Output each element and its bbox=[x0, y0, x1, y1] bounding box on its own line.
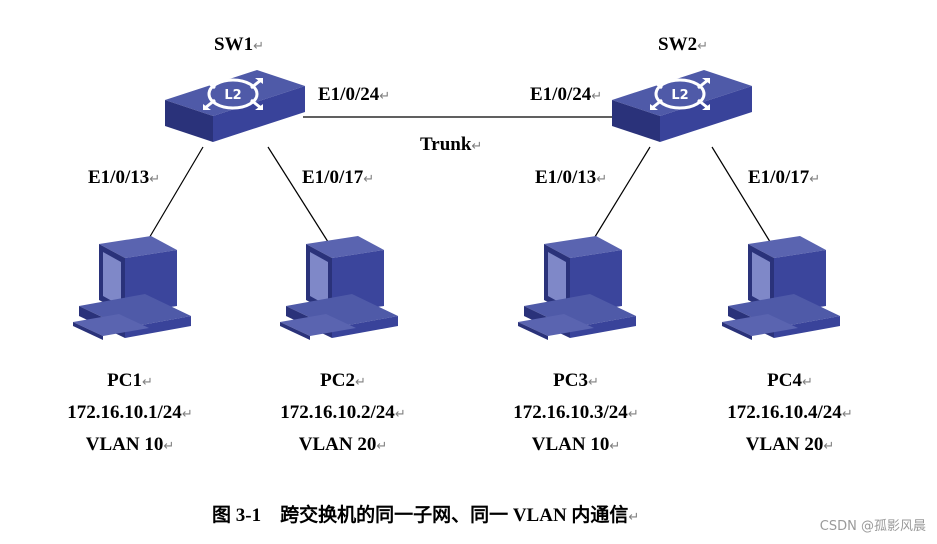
trunk-label: Trunk↵ bbox=[420, 134, 482, 155]
pc-vlan-pc4: VLAN 20↵ bbox=[746, 434, 835, 455]
pc-ip-pc4: 172.16.10.4/24↵ bbox=[727, 402, 852, 423]
link-sw1-pc2 bbox=[267, 146, 331, 246]
pc-ip-pc3: 172.16.10.3/24↵ bbox=[513, 402, 638, 423]
pc-vlan-pc3: VLAN 10↵ bbox=[532, 434, 621, 455]
link-sw2-pc4 bbox=[711, 146, 773, 246]
port-label-sw1-left: E1/0/13↵ bbox=[88, 167, 160, 188]
pc-name-pc2: PC2↵ bbox=[320, 370, 366, 391]
pc2-labels: PC2↵ 172.16.10.2/24↵ VLAN 20↵ bbox=[280, 370, 405, 455]
switch-icon-sw2 bbox=[610, 68, 754, 144]
pc-icon-pc4 bbox=[722, 236, 840, 340]
switch-name-sw2: SW2↵ bbox=[658, 34, 708, 55]
pc-name-pc4: PC4↵ bbox=[767, 370, 813, 391]
link-sw2-pc3 bbox=[589, 146, 651, 246]
pc4-labels: PC4↵ 172.16.10.4/24↵ VLAN 20↵ bbox=[727, 370, 852, 455]
pc-ip-pc2: 172.16.10.2/24↵ bbox=[280, 402, 405, 423]
pc-vlan-pc1: VLAN 10↵ bbox=[86, 434, 175, 455]
pc-name-pc1: PC1↵ bbox=[107, 370, 153, 391]
pc-ip-pc1: 172.16.10.1/24↵ bbox=[67, 402, 192, 423]
port-label-sw2-left: E1/0/13↵ bbox=[535, 167, 607, 188]
watermark: CSDN @孤影风晨 bbox=[820, 519, 926, 534]
port-label-sw2-trunk: E1/0/24↵ bbox=[530, 84, 602, 105]
switch-icon-sw1 bbox=[163, 68, 307, 144]
pc3-labels: PC3↵ 172.16.10.3/24↵ VLAN 10↵ bbox=[513, 370, 638, 455]
port-label-sw1-right: E1/0/17↵ bbox=[302, 167, 374, 188]
pc-icon-pc3 bbox=[518, 236, 636, 340]
link-sw1-pc1 bbox=[144, 146, 204, 246]
pc-name-pc3: PC3↵ bbox=[553, 370, 599, 391]
figure-caption: 图 3-1 跨交换机的同一子网、同一 VLAN 内通信↵ bbox=[212, 503, 639, 526]
pc-vlan-pc2: VLAN 20↵ bbox=[299, 434, 388, 455]
pc-icon-pc1 bbox=[73, 236, 191, 340]
pc-icon-pc2 bbox=[280, 236, 398, 340]
pc1-labels: PC1↵ 172.16.10.1/24↵ VLAN 10↵ bbox=[67, 370, 192, 455]
port-label-sw1-trunk: E1/0/24↵ bbox=[318, 84, 390, 105]
switch-name-sw1: SW1↵ bbox=[214, 34, 264, 55]
port-label-sw2-right: E1/0/17↵ bbox=[748, 167, 820, 188]
